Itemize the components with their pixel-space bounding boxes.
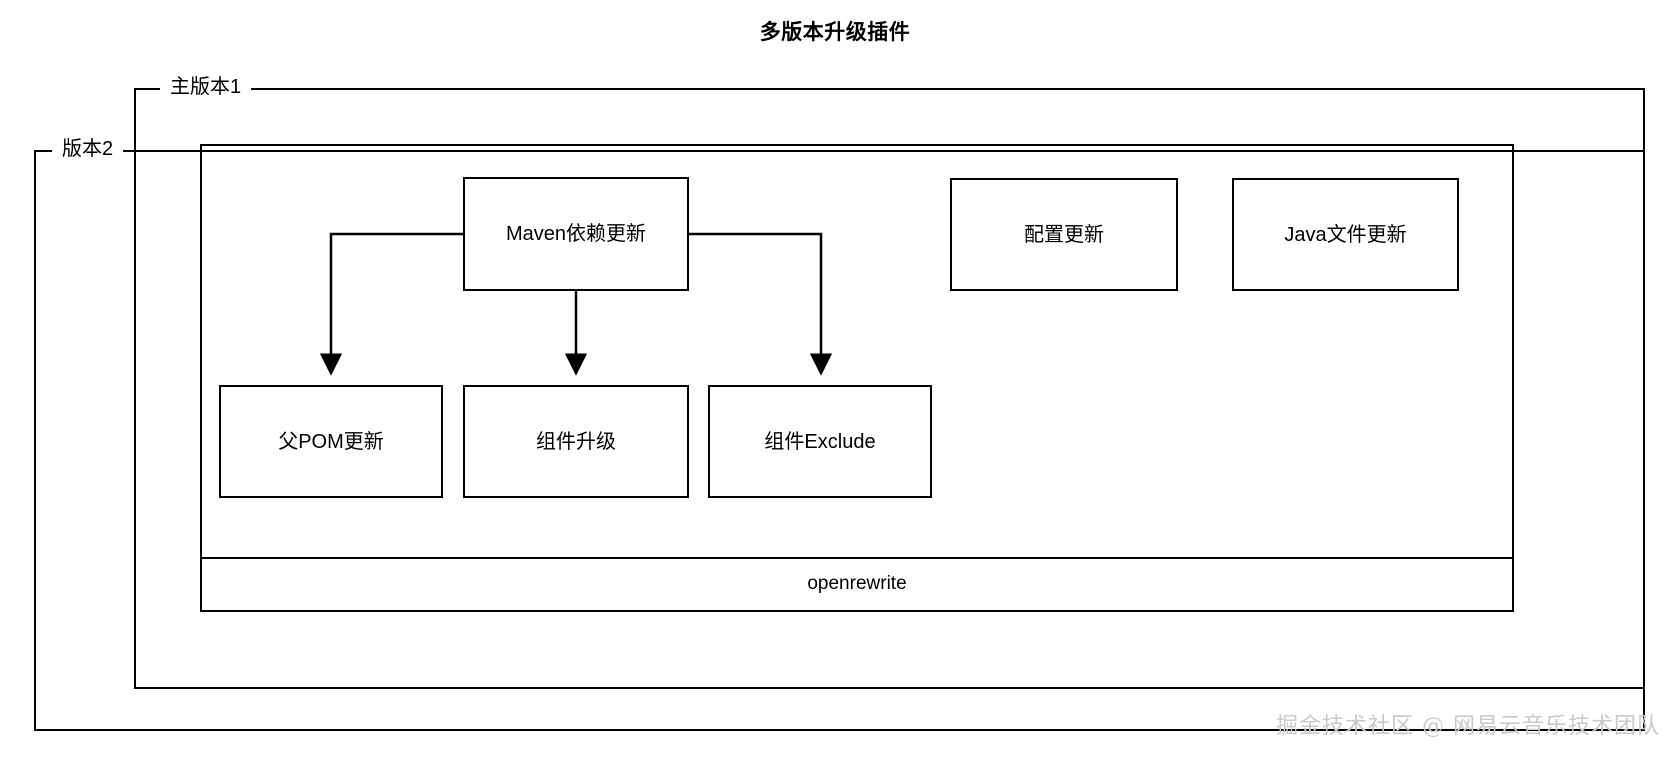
frame-main-version1: [134, 88, 1645, 689]
node-java-file-update[interactable]: Java文件更新: [1232, 178, 1459, 291]
diagram-title: 多版本升级插件: [759, 21, 911, 44]
frame-version2-label: 版本2: [52, 139, 124, 159]
node-parent-pom-update-label: 父POM更新: [278, 430, 384, 453]
node-component-exclude-label: 组件Exclude: [764, 430, 876, 453]
watermark: 掘金技术社区 @ 网易云音乐技术团队: [1276, 714, 1660, 739]
node-component-exclude[interactable]: 组件Exclude: [708, 385, 932, 498]
node-openrewrite[interactable]: openrewrite: [200, 557, 1514, 612]
node-maven-dependency-update-label: Maven依赖更新: [505, 223, 647, 245]
node-parent-pom-update[interactable]: 父POM更新: [219, 385, 443, 498]
node-config-update[interactable]: 配置更新: [950, 178, 1178, 291]
node-component-upgrade-label: 组件升级: [536, 430, 616, 453]
node-config-update-label: 配置更新: [1024, 223, 1104, 246]
frame-main-version1-label: 主版本1: [160, 77, 252, 97]
node-java-file-update-label: Java文件更新: [1284, 223, 1407, 246]
node-maven-dependency-update[interactable]: Maven依赖更新: [463, 177, 689, 291]
node-component-upgrade[interactable]: 组件升级: [463, 385, 689, 498]
node-openrewrite-label: openrewrite: [807, 573, 907, 595]
